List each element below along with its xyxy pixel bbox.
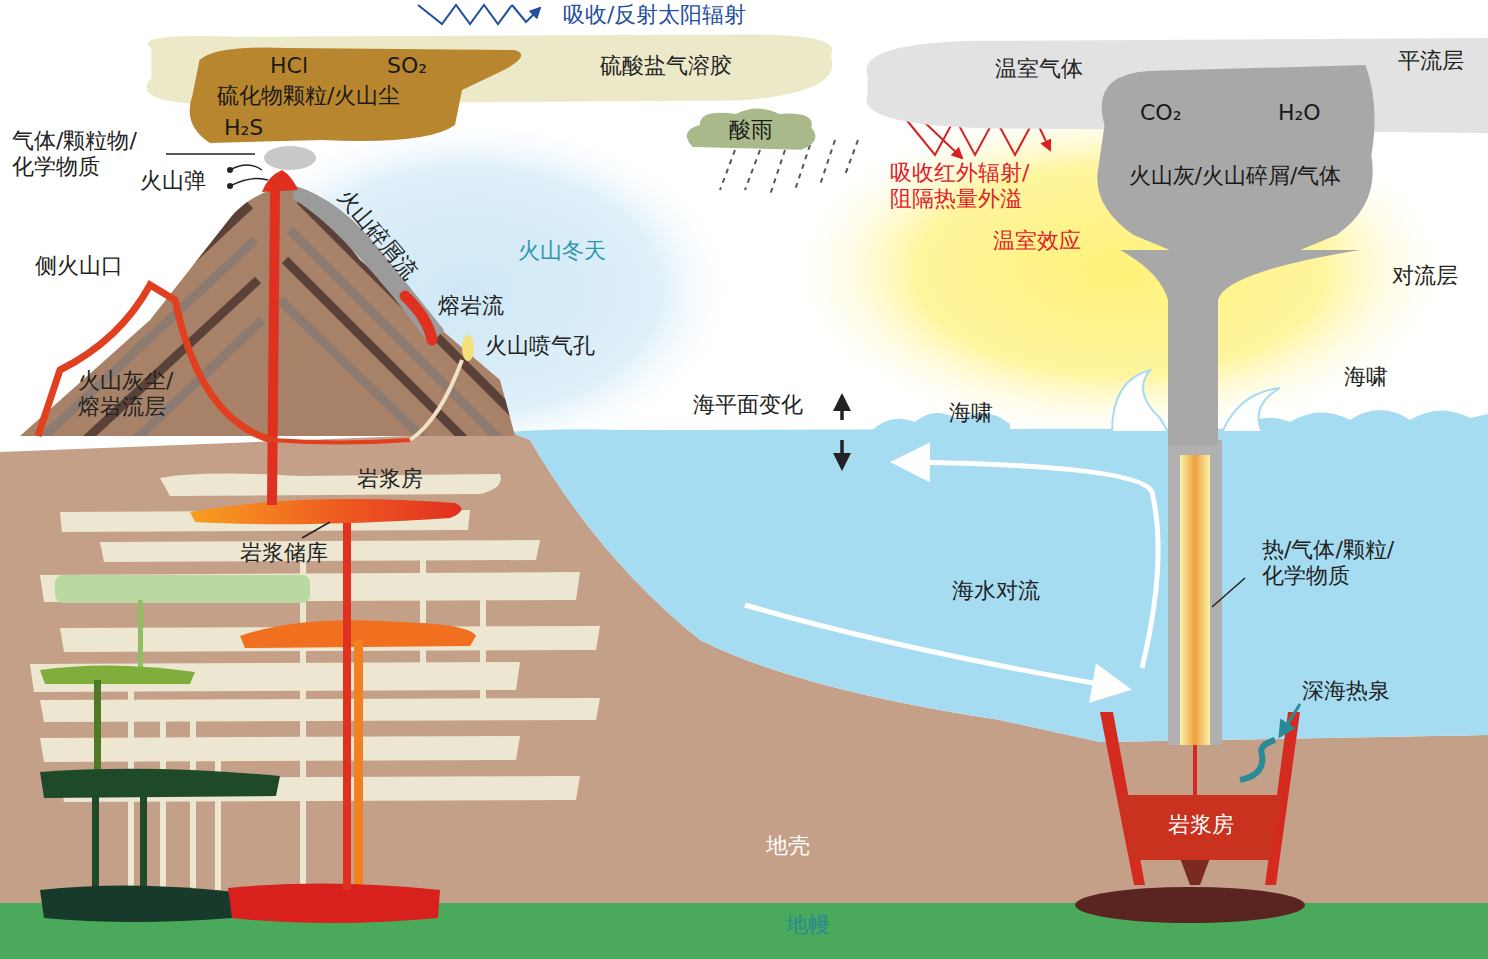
plume-column: [1168, 440, 1222, 745]
text-label: 熔岩流: [438, 293, 504, 319]
fumarole-pipe: [410, 360, 462, 440]
text-label: 火山喷气孔: [485, 333, 595, 359]
convection-arrow: [900, 462, 1158, 668]
fumarole-pipe: [272, 360, 462, 443]
side-vent: [38, 285, 272, 440]
text-label: 地壳: [766, 833, 810, 859]
fumarole: [462, 335, 474, 361]
wave: [1230, 410, 1488, 432]
magma-red: [228, 883, 440, 923]
lava-flow: [405, 296, 432, 340]
conduit: [1193, 745, 1197, 800]
node-text: HCl: [270, 53, 308, 79]
solar-ray: [512, 5, 540, 22]
text-label: 岩浆房: [357, 466, 423, 492]
node-text: 硫酸盐气溶胶: [600, 53, 732, 79]
magma-chamber: 岩浆房: [1118, 795, 1283, 860]
text-label: 海啸: [949, 400, 993, 426]
text-label: 温室效应: [993, 228, 1081, 254]
node-text: 岩浆房: [1168, 812, 1234, 838]
sill-green: [55, 575, 310, 603]
magma-source: [1075, 887, 1305, 923]
tsunami-wave: [1222, 388, 1280, 432]
sill-green: [40, 665, 195, 684]
magma-chamber: [190, 499, 461, 524]
aerosol-band: 硫酸盐气溶胶HClSO₂硫化物颗粒/火山尘H₂S: [130, 33, 845, 108]
node-text: 硫化物颗粒/火山尘: [217, 83, 400, 109]
node-text: SO₂: [387, 53, 427, 79]
smoke: [264, 146, 316, 170]
sulfide-cloud: HCl SO₂ 硫化物颗粒/火山尘 H₂S: [182, 45, 532, 145]
text-label: 海平面变化: [693, 392, 803, 418]
node-text: CO₂: [1140, 100, 1182, 126]
text-label: 热/气体/颗粒/化学物质: [1262, 537, 1412, 590]
dike-orange: [354, 640, 363, 890]
dike-green: [138, 600, 143, 670]
text-label: 吸收红外辐射/阻隔热量外溢: [890, 160, 1040, 213]
text-label: 气体/颗粒物/化学物质: [12, 128, 147, 181]
vent: [262, 170, 298, 192]
hot-column: [1180, 455, 1210, 745]
text-label: 平流层: [1398, 48, 1464, 74]
conduit: [272, 190, 275, 505]
leader-line: [302, 522, 330, 538]
node-outline: [190, 48, 522, 144]
leader-line: [166, 153, 255, 155]
text-label: 地幔: [786, 912, 830, 938]
node-text: 温室气体: [995, 56, 1083, 82]
solar-ray: [418, 5, 512, 24]
text-label: 吸收/反射太阳辐射: [563, 2, 746, 28]
conduit: [343, 505, 351, 890]
sill-dark: [40, 769, 280, 798]
dike-dark: [140, 795, 147, 890]
dike-green: [94, 680, 101, 775]
hydrothermal-vent: [1240, 740, 1275, 780]
text-label: 深海热泉: [1302, 678, 1390, 704]
acid-rain-cloud: 酸雨: [678, 103, 823, 158]
tsunami-wave: [1112, 370, 1168, 432]
dike-dark: [92, 795, 99, 890]
text-label: 侧火山口: [35, 253, 123, 279]
text-label: 对流层: [1392, 263, 1458, 289]
convection-arrow: [745, 605, 1122, 688]
node-outline: [1097, 65, 1374, 265]
text-label: 海啸: [1344, 364, 1388, 390]
sills: [30, 473, 600, 890]
node-outline: [687, 109, 816, 150]
text-label: 海水对流: [952, 578, 1040, 604]
leader-line: [1212, 578, 1245, 607]
text-label: 火山冬天: [518, 238, 606, 264]
text-label: 火山灰尘/熔岩流层: [78, 368, 183, 421]
node-text: H₂O: [1278, 100, 1321, 126]
sea-level-arrow: [841, 396, 844, 420]
volcano-cone: [20, 188, 515, 436]
magma-dark: [40, 885, 235, 922]
node-text: 火山灰/火山碎屑/气体: [1129, 163, 1342, 189]
leader-arrow: [1280, 704, 1300, 736]
node-outline: [1118, 795, 1283, 860]
sea-level-arrow: [841, 440, 844, 468]
plume-stem: [1120, 250, 1360, 445]
node-text: H₂S: [224, 115, 263, 141]
text-label: 岩浆储库: [240, 540, 328, 566]
feeder: [1180, 858, 1210, 885]
sea: [510, 428, 1488, 742]
text-label: 火山弹: [140, 168, 206, 194]
eruption-plume: CO₂ H₂O 火山灰/火山碎屑/气体: [1090, 65, 1380, 265]
node-text: 酸雨: [729, 117, 773, 143]
leader-line: [230, 165, 268, 186]
